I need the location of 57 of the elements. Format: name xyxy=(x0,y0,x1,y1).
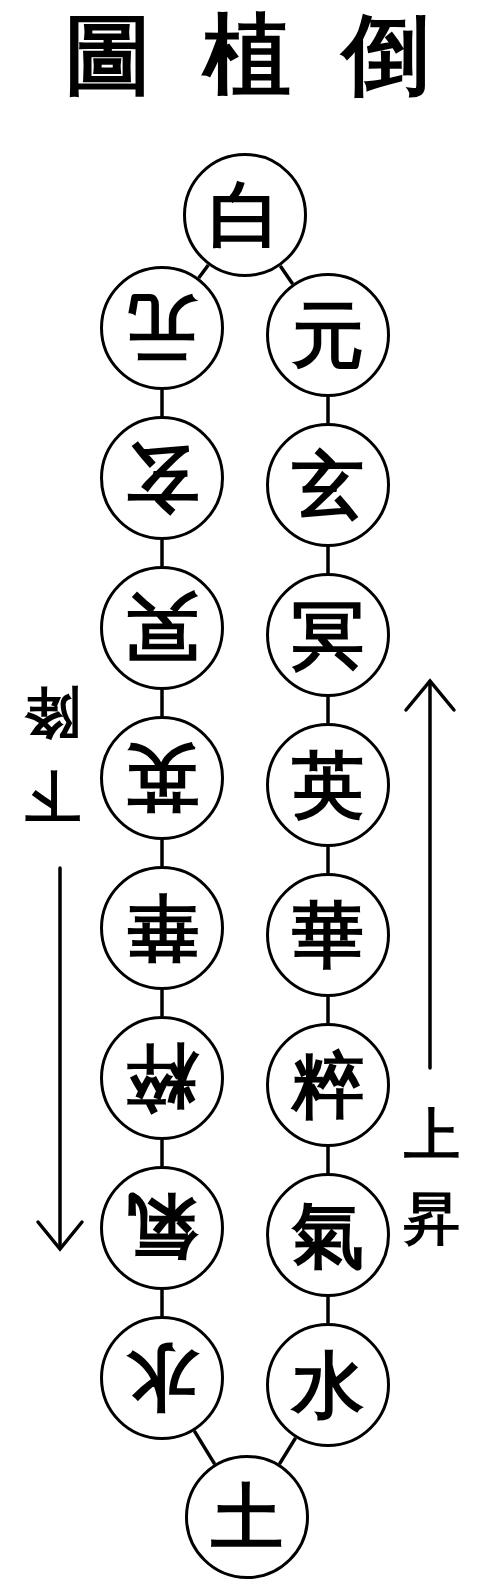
circle-node xyxy=(100,566,224,690)
circle-node xyxy=(100,1166,224,1290)
node-character: 華 xyxy=(126,892,198,964)
node-character: 玄 xyxy=(126,442,198,514)
node-character: 玄 xyxy=(292,449,364,521)
node-character: 土 xyxy=(211,1481,283,1553)
node-character: 氣 xyxy=(126,1192,198,1264)
circle-node xyxy=(266,723,390,847)
node-character: 水 xyxy=(126,1342,198,1414)
connector-line xyxy=(160,840,164,866)
connector-line xyxy=(197,263,210,280)
circle-node xyxy=(266,1323,390,1447)
node-character: 英 xyxy=(292,749,364,821)
connector-line xyxy=(160,390,164,416)
diagram-title: 圖植倒 xyxy=(64,4,430,106)
direction-label: 下降 xyxy=(24,680,80,833)
circle-node xyxy=(100,416,224,540)
node-character: 白 xyxy=(209,179,281,251)
connector-line xyxy=(326,1147,330,1173)
node-character: 氣 xyxy=(292,1199,364,1271)
node-character: 冥 xyxy=(126,592,198,664)
circle-node xyxy=(266,273,390,397)
connector-line xyxy=(326,397,330,423)
connector-line xyxy=(326,997,330,1023)
connector-line xyxy=(326,1297,330,1323)
connector-line xyxy=(277,1436,298,1466)
connector-line xyxy=(278,265,295,285)
node-character: 元 xyxy=(292,299,364,371)
circle-node xyxy=(266,1023,390,1147)
node-character: 水 xyxy=(292,1349,364,1421)
circle-node xyxy=(100,266,224,390)
direction-label: 上昇 xyxy=(404,1100,460,1253)
circle-node xyxy=(100,1016,224,1140)
circle-node xyxy=(266,423,390,547)
connector-line xyxy=(326,697,330,723)
node-character: 冥 xyxy=(292,599,364,671)
connector-line xyxy=(160,540,164,566)
circle-node xyxy=(100,866,224,990)
connector-line xyxy=(160,690,164,716)
connector-line xyxy=(326,547,330,573)
circle-node xyxy=(266,573,390,697)
node-character: 英 xyxy=(126,742,198,814)
connector-line xyxy=(160,1290,164,1316)
connector-line xyxy=(326,847,330,873)
circle-node xyxy=(183,153,307,277)
connector-line xyxy=(160,990,164,1016)
node-character: 元 xyxy=(126,292,198,364)
circle-node xyxy=(100,1316,224,1440)
circle-node xyxy=(266,1173,390,1297)
node-character: 華 xyxy=(292,899,364,971)
circle-node xyxy=(100,716,224,840)
node-character: 粹 xyxy=(292,1049,364,1121)
node-character: 粹 xyxy=(126,1042,198,1114)
connector-line xyxy=(192,1430,217,1465)
circle-node xyxy=(266,873,390,997)
connector-line xyxy=(160,1140,164,1166)
circle-node xyxy=(185,1455,309,1579)
